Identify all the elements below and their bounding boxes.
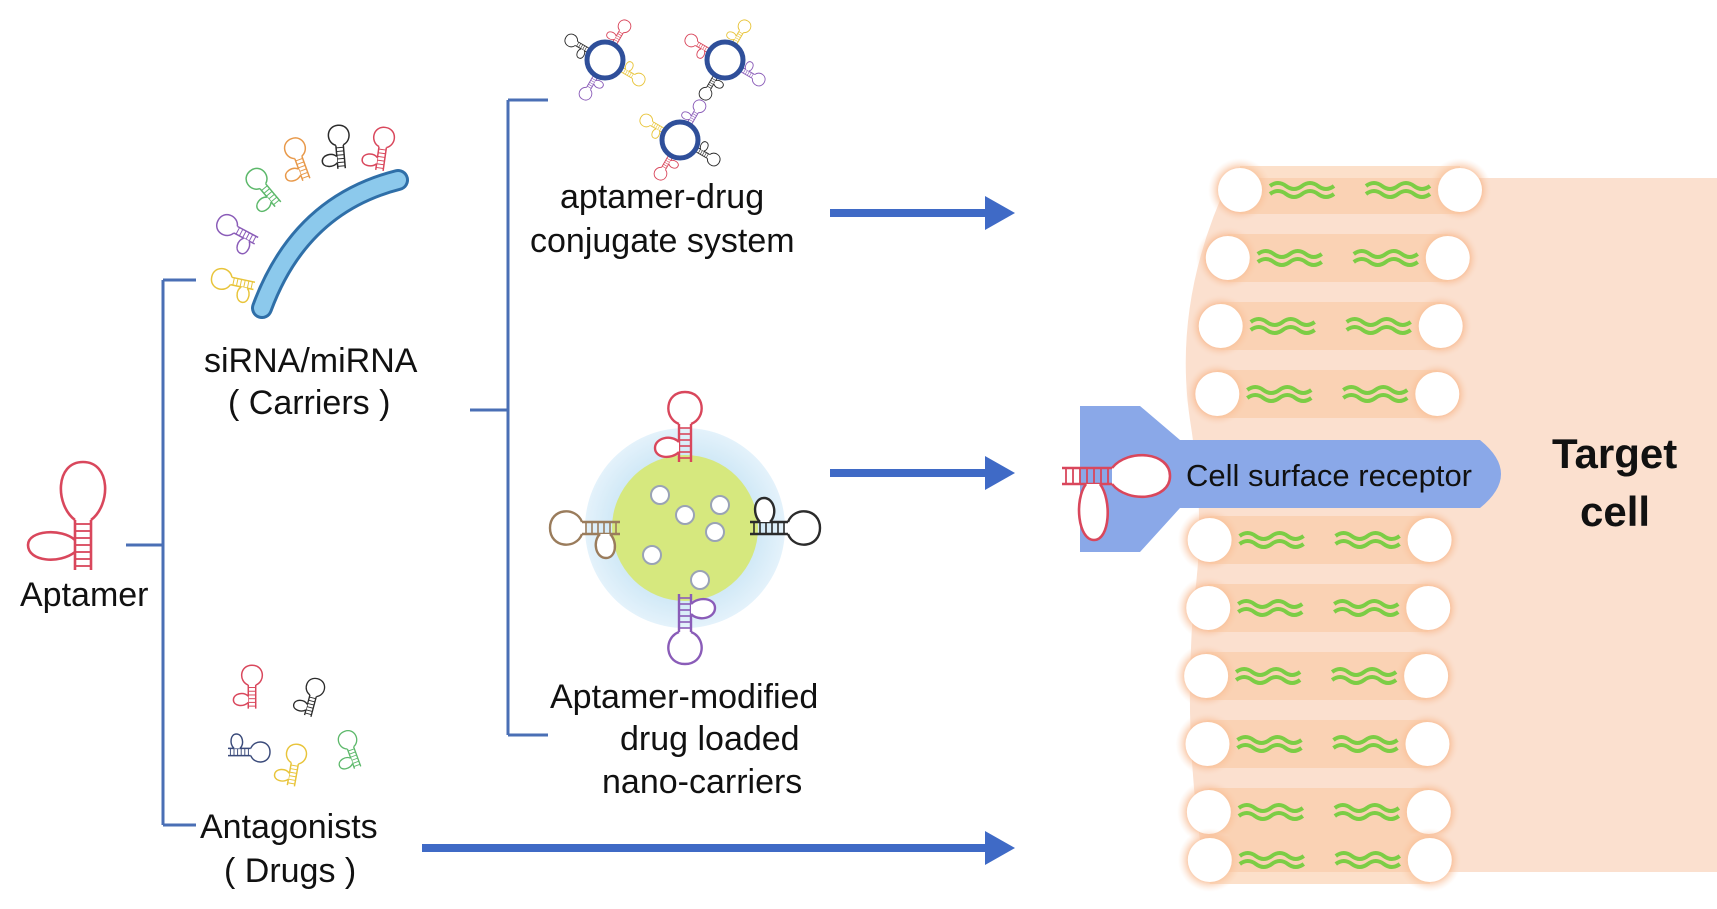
nano-aptamer-icon bbox=[750, 496, 822, 546]
carrier-aptamer-icon bbox=[321, 124, 350, 169]
carrier-aptamer-icon bbox=[283, 137, 311, 182]
lipid-head bbox=[1438, 168, 1482, 212]
conjugate-aptamer-icon bbox=[726, 19, 752, 46]
conjugate-aptamer-icon bbox=[694, 141, 721, 167]
lipid-head bbox=[1415, 372, 1460, 416]
label-carriers-line2: ( Carriers ) bbox=[228, 384, 390, 422]
label-target-line1: Target bbox=[1552, 430, 1677, 477]
drug-dot bbox=[705, 522, 725, 542]
conjugate-particle-icon bbox=[564, 19, 646, 101]
label-target-line2: cell bbox=[1580, 488, 1650, 535]
conjugate-aptamer-icon bbox=[739, 61, 766, 87]
label-conjugate-line1: aptamer-drug bbox=[560, 178, 764, 216]
conjugate-particle-icon bbox=[639, 99, 721, 181]
conjugate-aptamer-icon bbox=[684, 33, 711, 59]
carrier-aptamer-icon bbox=[361, 126, 396, 172]
lipid-head bbox=[1185, 722, 1230, 766]
label-aptamer: Aptamer bbox=[20, 576, 149, 614]
drug-aptamer-icon bbox=[293, 677, 326, 717]
target-cell bbox=[1174, 158, 1717, 892]
nanoparticle-core bbox=[612, 455, 758, 601]
drug-aptamer-icon bbox=[232, 664, 263, 709]
conjugate-aptamer-icon bbox=[606, 19, 632, 46]
antagonist-drugs-icon bbox=[227, 664, 362, 787]
lipid-head bbox=[1407, 838, 1452, 882]
label-nano-line2: drug loaded bbox=[620, 720, 800, 758]
lipid-head bbox=[1406, 586, 1451, 630]
lipid-head bbox=[1205, 236, 1250, 280]
label-nano-line1: Aptamer-modified bbox=[550, 678, 818, 716]
conjugate-system-icon bbox=[564, 19, 766, 181]
lipid-head bbox=[1404, 654, 1449, 698]
carrier-aptamer-icon bbox=[245, 167, 282, 213]
nano-carrier-icon bbox=[548, 390, 822, 666]
cell-surface-receptor bbox=[1062, 406, 1501, 552]
label-carriers-line1: siRNA/miRNA bbox=[204, 342, 418, 380]
arrow-conjugate bbox=[830, 196, 1015, 230]
arrow-nanocarrier bbox=[830, 456, 1015, 490]
drug-aptamer-icon bbox=[273, 743, 308, 787]
drug-dot bbox=[710, 495, 730, 515]
sirna-carrier-icon bbox=[210, 124, 409, 319]
nano-aptamer-icon bbox=[548, 510, 620, 560]
bracket-lines bbox=[126, 98, 548, 827]
conjugate-aptamer-icon bbox=[653, 154, 679, 181]
lipid-head bbox=[1186, 790, 1231, 834]
arrow-drugs bbox=[422, 831, 1015, 865]
conjugate-aptamer-icon bbox=[639, 113, 666, 139]
label-antagonists-line2: ( Drugs ) bbox=[224, 852, 356, 890]
lipid-head bbox=[1418, 304, 1463, 348]
arrows bbox=[422, 196, 1015, 865]
lipid-head bbox=[1187, 838, 1232, 882]
lipid-head bbox=[1405, 722, 1450, 766]
lipid-head bbox=[1425, 236, 1470, 280]
lipid-head bbox=[1186, 586, 1231, 630]
lipid-head bbox=[1406, 790, 1451, 834]
drug-dot bbox=[650, 485, 670, 505]
receptor-body bbox=[1080, 406, 1501, 552]
conjugate-aptamer-icon bbox=[698, 74, 724, 101]
drug-aptamer-icon bbox=[337, 730, 362, 770]
lipid-head bbox=[1195, 372, 1240, 416]
drug-dot bbox=[675, 505, 695, 525]
bound-aptamer-icon bbox=[1062, 453, 1172, 542]
nano-aptamer-icon bbox=[667, 594, 717, 666]
drug-dot bbox=[642, 545, 662, 565]
lipid-head bbox=[1184, 654, 1229, 698]
label-antagonists-line1: Antagonists bbox=[200, 808, 378, 846]
drug-dot bbox=[690, 570, 710, 590]
carrier-arc bbox=[251, 169, 409, 319]
label-conjugate-line2: conjugate system bbox=[530, 222, 795, 260]
lipid-head bbox=[1187, 518, 1232, 562]
conjugate-aptamer-icon bbox=[578, 74, 604, 101]
middle-bracket bbox=[470, 98, 548, 737]
lipid-head bbox=[1198, 304, 1243, 348]
carrier-aptamer-icon bbox=[210, 267, 256, 304]
cell-membrane bbox=[1174, 158, 1492, 892]
left-bracket bbox=[126, 278, 196, 827]
conjugate-particle-icon bbox=[684, 19, 766, 101]
aptamer-icon bbox=[26, 460, 107, 570]
label-nano-line3: nano-carriers bbox=[602, 763, 802, 801]
nano-aptamer-icon bbox=[653, 390, 703, 462]
lipid-head bbox=[1407, 518, 1452, 562]
drug-aptamer-icon bbox=[227, 733, 271, 763]
carrier-aptamer-icon bbox=[216, 213, 259, 255]
label-receptor: Cell surface receptor bbox=[1186, 458, 1472, 493]
lipid-head bbox=[1218, 168, 1262, 212]
